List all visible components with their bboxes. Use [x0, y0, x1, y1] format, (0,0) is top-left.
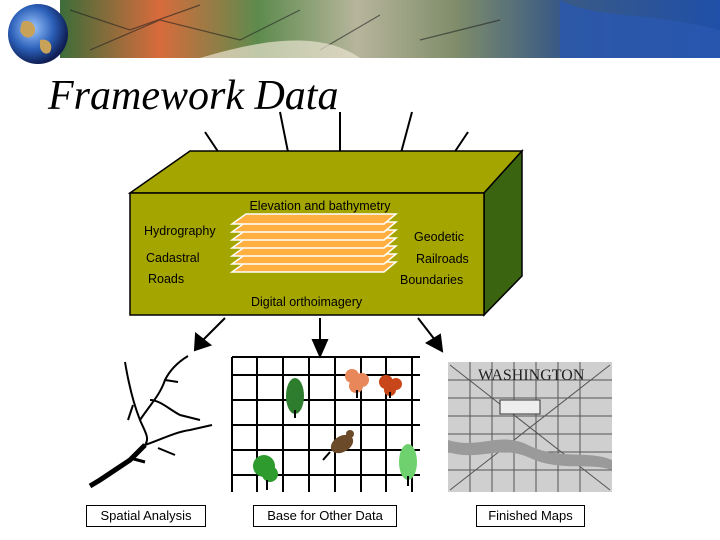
caption-spatial-analysis: Spatial Analysis: [86, 505, 206, 527]
label-railroads: Railroads: [416, 252, 469, 266]
box-top-face: [127, 150, 524, 194]
round-tree-icon: [253, 455, 278, 490]
river-network-image: [88, 355, 213, 489]
label-boundaries: Boundaries: [400, 273, 463, 287]
header-banner: [0, 0, 720, 68]
label-cadastral: Cadastral: [146, 251, 200, 265]
label-geodetic: Geodetic: [414, 230, 464, 244]
bird-icon: [322, 430, 354, 461]
output-arrows: [193, 317, 444, 359]
light-tree-icon: [399, 444, 417, 486]
map-city-label: WASHINGTON: [478, 367, 585, 384]
orange-tree-icon: [345, 369, 369, 398]
layer-stack: [229, 213, 399, 273]
red-tree-icon: [379, 375, 402, 398]
conifer-tree-icon: [286, 378, 304, 418]
slide-title: Framework Data: [48, 73, 339, 119]
satellite-image-strip: [8, 0, 720, 64]
globe-icon: [8, 4, 68, 64]
label-orthoimagery: Digital orthoimagery: [251, 295, 363, 309]
caption-finished-maps: Finished Maps: [476, 505, 585, 527]
map-image: WASHINGTON: [448, 362, 612, 492]
label-elevation: Elevation and bathymetry: [249, 199, 391, 213]
label-hydrography: Hydrography: [144, 224, 216, 238]
label-roads: Roads: [148, 272, 184, 286]
tree-icons: [253, 369, 417, 490]
caption-base-for-other-data: Base for Other Data: [253, 505, 397, 527]
